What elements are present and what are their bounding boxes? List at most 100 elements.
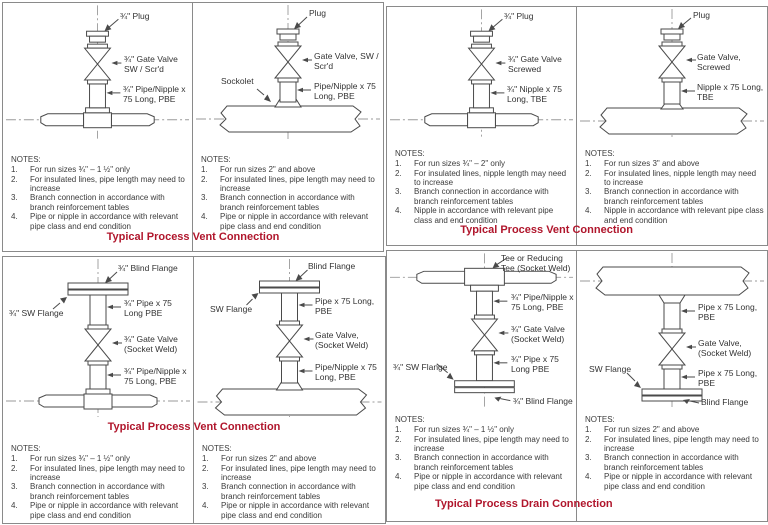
notes: NOTES: For run sizes 2" and above For in…: [193, 155, 383, 231]
label-plug: Plug: [309, 8, 327, 18]
panel-vent-flanged-tee: ¾" Blind Flange ¾" SW Flange ¾" Pipe x 7…: [3, 257, 194, 523]
note-item: For insulated lines, nipple length may n…: [414, 168, 567, 188]
label-pipe-bottom: Pipe/Nipple x 75 Long, PBE: [315, 362, 377, 382]
note-item: Branch connection in accordance with bra…: [221, 482, 356, 501]
note-item: For insulated lines, pipe length may nee…: [220, 174, 375, 194]
notes-heading: NOTES:: [11, 444, 41, 453]
label-blind-flange: Blind Flange: [308, 261, 356, 271]
panel-vent-tee-screwed: ¾" Plug ¾" Gate Valve Screwed ¾" Nipple …: [387, 7, 577, 245]
label-pipe-bottom: Pipe x 75 Long, PBE: [698, 368, 758, 388]
section-title: Typical Process Drain Connection: [434, 498, 613, 510]
notes-list: For run sizes 2" and above For insulated…: [202, 454, 382, 520]
label-tee: Tee or Reducing Tee (Socket Weld): [501, 253, 571, 273]
note-item: Pipe or nipple in accordance with releva…: [414, 472, 563, 491]
quadrant-top-left: ¾" Plug ¾" Gate Valve SW / Scr'd ¾" Pipe…: [2, 2, 384, 252]
notes-list: For run sizes ¾" – 1 ½" only For insulat…: [11, 165, 189, 231]
drain-sockolet-schematic: [580, 253, 764, 407]
panel-drain-tee: Tee or Reducing Tee (Socket Weld) ¾" Pip…: [387, 251, 577, 521]
label-sw-flange: SW Flange: [210, 304, 253, 314]
note-item: Branch connection in accordance with bra…: [604, 453, 739, 472]
section-title: Typical Process Vent Connection: [106, 231, 280, 243]
note-item: For run sizes 3" and above: [604, 159, 700, 169]
drain-tee-schematic: [389, 253, 574, 407]
piping-diagram: Blind Flange SW Flange Pipe x 75 Long, P…: [194, 257, 385, 419]
piping-diagram: Pipe x 75 Long, PBE Gate Valve, (Socket …: [577, 251, 767, 409]
notes-heading: NOTES:: [395, 415, 425, 424]
note-item: Nipple in accordance with relevant pipe …: [414, 206, 554, 225]
notes-heading: NOTES:: [201, 155, 231, 164]
label-sw-flange: ¾" SW Flange: [9, 308, 64, 318]
vent-flanged-schematic: [6, 259, 190, 417]
panel-vent-tee-small: ¾" Plug ¾" Gate Valve SW / Scr'd ¾" Pipe…: [3, 3, 193, 251]
notes: NOTES: For run sizes 2" and above For in…: [577, 415, 767, 491]
note-item: For run sizes 2" and above: [220, 165, 316, 175]
note-item: Branch connection in accordance with bra…: [30, 482, 165, 501]
label-gate-valve: Gate Valve, Screwed: [697, 52, 741, 72]
label-pipe-bottom: ¾" Pipe x 75 Long PBE: [511, 354, 559, 374]
note-item: For run sizes ¾" – 1 ½" only: [30, 454, 130, 464]
note-item: For run sizes 2" and above: [221, 454, 317, 464]
notes-list: For run sizes 2" and above For insulated…: [585, 425, 764, 491]
label-blind-flange: ¾" Blind Flange: [513, 396, 573, 406]
piping-diagram: Tee or Reducing Tee (Socket Weld) ¾" Pip…: [387, 251, 576, 409]
label-gate-valve: ¾" Gate Valve Screwed: [508, 54, 562, 74]
notes-list: For run sizes ¾" – 1 ½" only For insulat…: [11, 454, 190, 520]
note-item: Pipe or nipple in accordance with releva…: [30, 501, 179, 520]
note-item: For insulated lines, nipple length may n…: [604, 168, 757, 188]
note-item: Pipe or nipple in accordance with releva…: [220, 212, 369, 231]
note-item: For insulated lines, pipe length may nee…: [30, 174, 185, 194]
label-gate-valve: ¾" Gate Valve (Socket Weld): [124, 334, 178, 354]
label-gate-valve: ¾" Gate Valve (Socket Weld): [511, 324, 565, 344]
label-pipe-top: Pipe x 75 Long, PBE: [315, 296, 375, 316]
piping-diagram: ¾" Plug ¾" Gate Valve Screwed ¾" Nipple …: [387, 7, 576, 139]
note-item: Branch connection in accordance with bra…: [414, 453, 549, 472]
vent-olet-schematic: [580, 9, 764, 137]
label-pipe-top: ¾" Pipe x 75 Long PBE: [124, 298, 172, 318]
quadrant-top-right: ¾" Plug ¾" Gate Valve Screwed ¾" Nipple …: [386, 6, 768, 246]
note-item: Branch connection in accordance with bra…: [30, 193, 165, 212]
note-item: For insulated lines, pipe length may nee…: [604, 434, 759, 454]
section-title: Typical Process Vent Connection: [460, 224, 633, 236]
notes: NOTES: For run sizes ¾" – 1 ½" only For …: [3, 155, 192, 231]
label-plug: ¾" Plug: [120, 11, 150, 21]
note-item: For run sizes ¾" – 1 ½" only: [30, 165, 130, 175]
note-item: Pipe or nipple in accordance with releva…: [30, 212, 179, 231]
piping-diagram: Plug Gate Valve, Screwed Nipple x 75 Lon…: [577, 7, 767, 139]
note-item: Pipe or nipple in accordance with releva…: [221, 501, 370, 520]
notes-list: For run sizes 3" and above For insulated…: [585, 159, 764, 225]
label-plug: ¾" Plug: [504, 11, 534, 21]
label-pipe-bottom: ¾" Pipe/Nipple x 75 Long, PBE: [124, 366, 187, 386]
notes-heading: NOTES:: [395, 149, 425, 158]
label-pipe-top: ¾" Pipe/Nipple x 75 Long, PBE: [511, 292, 574, 312]
panel-drain-sockolet: Pipe x 75 Long, PBE Gate Valve, (Socket …: [577, 251, 767, 521]
notes-heading: NOTES:: [585, 415, 615, 424]
label-sockolet: Sockolet: [221, 76, 254, 86]
label-sw-flange: ¾" SW Flange: [393, 362, 448, 372]
label-nipple: Nipple x 75 Long, TBE: [697, 82, 764, 102]
note-item: Branch connection in accordance with bra…: [220, 193, 355, 212]
note-item: Branch connection in accordance with bra…: [414, 187, 549, 206]
label-gate-valve: Gate Valve, SW / Scr'd: [314, 51, 379, 71]
label-nipple: ¾" Nipple x 75 Long, TBE: [507, 84, 562, 104]
note-item: For run sizes ¾" – 1 ½" only: [414, 425, 514, 435]
piping-diagram: ¾" Blind Flange ¾" SW Flange ¾" Pipe x 7…: [3, 257, 193, 419]
note-item: For run sizes ¾" – 2" only: [414, 159, 506, 169]
notes: NOTES: For run sizes ¾" – 2" only For in…: [387, 149, 576, 225]
piping-diagram: Plug Gate Valve, SW / Scr'd Sockolet Pip…: [193, 3, 383, 141]
label-gate-valve: ¾" Gate Valve SW / Scr'd: [124, 54, 178, 74]
label-pipe-nipple: Pipe/Nipple x 75 Long, PBE: [314, 81, 376, 101]
notes-list: For run sizes ¾" – 1 ½" only For insulat…: [395, 425, 573, 491]
piping-diagram: ¾" Plug ¾" Gate Valve SW / Scr'd ¾" Pipe…: [3, 3, 192, 141]
panel-vent-sockolet: Plug Gate Valve, SW / Scr'd Sockolet Pip…: [193, 3, 383, 251]
note-item: Pipe or nipple in accordance with releva…: [604, 472, 753, 491]
section-title: Typical Process Vent Connection: [107, 421, 281, 433]
label-pipe-nipple: ¾" Pipe/Nipple x 75 Long, PBE: [123, 84, 186, 104]
note-item: For insulated lines, pipe length may nee…: [221, 463, 376, 483]
note-item: Nipple in accordance with relevant pipe …: [604, 206, 764, 225]
panel-vent-weldolet: Plug Gate Valve, Screwed Nipple x 75 Lon…: [577, 7, 767, 245]
notes-heading: NOTES:: [585, 149, 615, 158]
label-plug: Plug: [693, 10, 711, 20]
vent-flanged-schematic: [197, 259, 382, 417]
vent-sockolet-schematic: [196, 5, 380, 139]
